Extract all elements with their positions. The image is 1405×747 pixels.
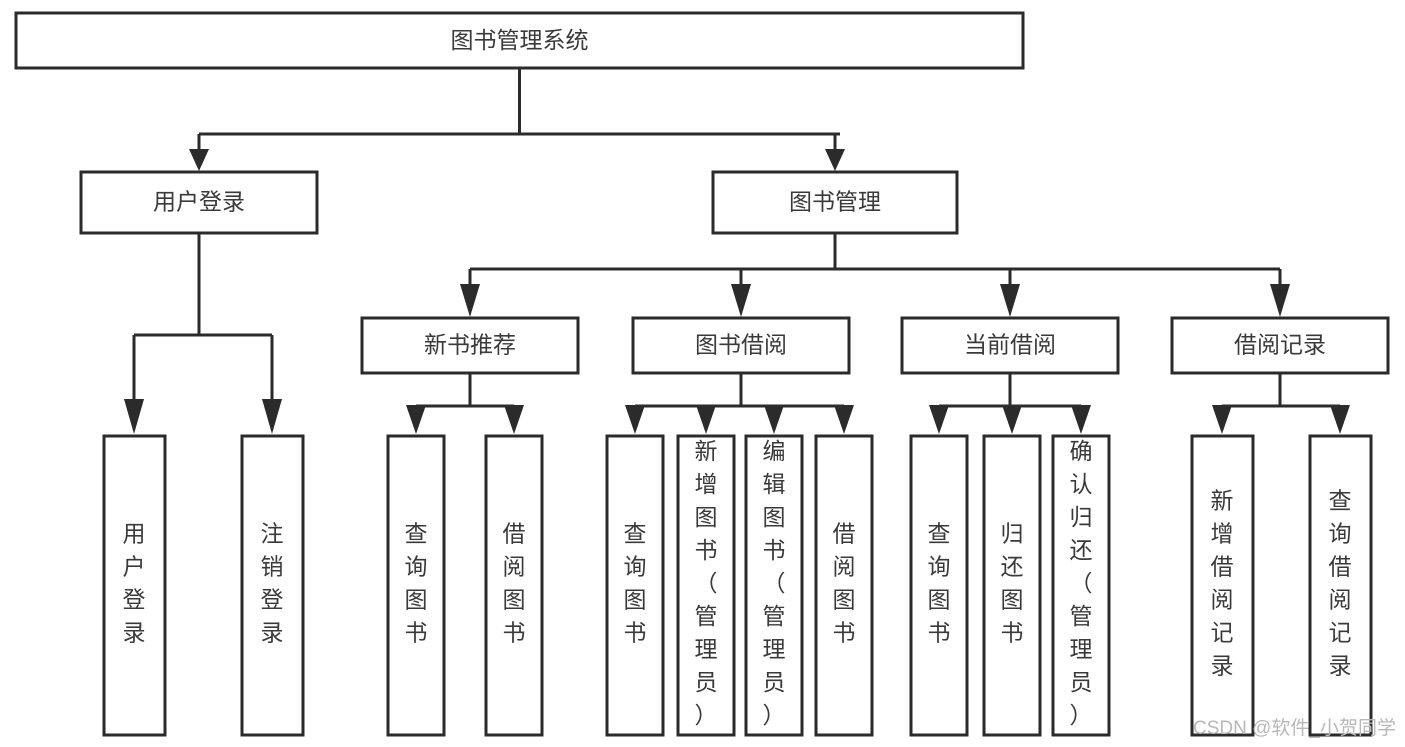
edge-bookborrow-to-leaves <box>633 373 846 408</box>
node-borrow-record[interactable]: 借阅记录 <box>1170 316 1390 375</box>
node-leaf-query-borrow-record[interactable]: 查询借阅记录 <box>1308 434 1373 737</box>
node-current-borrow[interactable]: 当前借阅 <box>900 316 1120 375</box>
node-leaf-return-book-box[interactable] <box>982 434 1042 737</box>
node-leaf-user-login-box[interactable] <box>102 434 167 737</box>
node-leaf-query-book-1-label: 查询图书 <box>405 521 428 646</box>
node-leaf-return-book-label: 归还图书 <box>1001 521 1024 646</box>
node-leaf-return-book[interactable]: 归还图书 <box>982 434 1042 737</box>
arrow-head-leaf-borrow-book-2 <box>834 405 854 434</box>
arrow-head-borrow-record <box>1270 284 1290 317</box>
node-leaf-query-book-3-box[interactable] <box>909 434 969 737</box>
node-leaf-add-borrow-record[interactable]: 新增借阅记录 <box>1190 434 1255 737</box>
node-book-borrow-label: 图书借阅 <box>695 332 787 358</box>
node-user-login-label: 用户登录 <box>153 189 245 215</box>
arrow-head-leaf-add-borrow-record <box>1212 405 1232 434</box>
edge-userlogin-to-leaves <box>132 233 274 402</box>
arrow-head-book-borrow <box>731 284 751 317</box>
node-leaf-add-book-label: 新增图书（管理员） <box>695 438 718 728</box>
node-borrow-record-box[interactable] <box>1170 316 1390 375</box>
node-book-borrow-box[interactable] <box>631 316 851 375</box>
node-book-manage[interactable]: 图书管理 <box>711 170 959 235</box>
node-leaf-query-borrow-record-box[interactable] <box>1308 434 1373 737</box>
node-leaf-confirm-return[interactable]: 确认归还（管理员） <box>1051 434 1111 737</box>
node-leaf-query-borrow-record-label: 查询借阅记录 <box>1329 488 1352 679</box>
node-leaf-user-logout-box[interactable] <box>240 434 305 737</box>
edge-bookmanage-to-level2 <box>468 233 1282 287</box>
node-new-book-recommend-label: 新书推荐 <box>424 332 516 358</box>
arrow-head-leaf-return-book <box>1002 405 1022 434</box>
watermark-label: CSDN @软件_小贺同学 <box>1193 717 1396 739</box>
node-leaf-user-logout-label: 注销登录 <box>261 521 284 646</box>
arrow-head-current-borrow <box>1000 284 1020 317</box>
node-leaf-add-book[interactable]: 新增图书（管理员） <box>676 434 736 737</box>
node-leaf-edit-book-box[interactable] <box>744 434 804 737</box>
node-leaf-user-logout[interactable]: 注销登录 <box>240 434 305 737</box>
edge-newbook-to-leaves <box>414 373 516 408</box>
arrow-head-leaf-confirm-return <box>1071 405 1091 434</box>
node-leaf-confirm-return-label: 确认归还（管理员） <box>1070 438 1093 728</box>
node-leaf-query-book-3-label: 查询图书 <box>928 521 951 646</box>
node-book-manage-box[interactable] <box>711 170 959 235</box>
node-leaf-add-borrow-record-label: 新增借阅记录 <box>1211 488 1234 679</box>
node-leaf-borrow-book-2[interactable]: 借阅图书 <box>814 434 874 737</box>
arrow-head-book-manage <box>825 149 845 171</box>
node-leaf-edit-book[interactable]: 编辑图书（管理员） <box>744 434 804 737</box>
connector-layer <box>124 68 1350 434</box>
node-book-manage-label: 图书管理 <box>789 189 881 215</box>
node-root-box[interactable] <box>14 11 1025 70</box>
node-leaf-query-book-2-box[interactable] <box>605 434 665 737</box>
node-leaf-user-login-label: 用户登录 <box>123 521 146 646</box>
arrow-head-leaf-query-book-1 <box>406 405 426 434</box>
node-user-login-box[interactable] <box>79 170 319 235</box>
edge-root-to-level1 <box>197 68 840 152</box>
node-root[interactable]: 图书管理系统 <box>14 11 1025 70</box>
node-current-borrow-label: 当前借阅 <box>964 332 1056 358</box>
node-root-label: 图书管理系统 <box>451 27 589 53</box>
edge-borrowrecord-to-leaves <box>1220 373 1342 408</box>
node-leaf-borrow-book-2-label: 借阅图书 <box>833 521 856 646</box>
node-leaf-add-book-box[interactable] <box>676 434 736 737</box>
node-leaf-borrow-book-1[interactable]: 借阅图书 <box>484 434 544 737</box>
node-leaf-query-book-2[interactable]: 查询图书 <box>605 434 665 737</box>
node-leaf-query-book-1[interactable]: 查询图书 <box>386 434 446 737</box>
arrow-head-leaf-user-logout <box>262 399 282 434</box>
arrow-head-new-book-recommend <box>460 284 480 317</box>
arrow-head-leaf-query-borrow-record <box>1330 405 1350 434</box>
node-borrow-record-label: 借阅记录 <box>1234 332 1326 358</box>
arrow-head-leaf-borrow-book-1 <box>504 405 524 434</box>
node-leaf-query-book-3[interactable]: 查询图书 <box>909 434 969 737</box>
node-user-login[interactable]: 用户登录 <box>79 170 319 235</box>
edge-currentborrow-to-leaves <box>937 373 1083 408</box>
arrow-head-leaf-user-login <box>124 399 144 434</box>
node-leaf-query-book-2-label: 查询图书 <box>624 521 647 646</box>
node-leaf-add-borrow-record-box[interactable] <box>1190 434 1255 737</box>
node-book-borrow[interactable]: 图书借阅 <box>631 316 851 375</box>
node-leaf-confirm-return-box[interactable] <box>1051 434 1111 737</box>
arrow-head-leaf-add-book <box>696 405 716 434</box>
arrow-head-leaf-edit-book <box>764 405 784 434</box>
node-new-book-recommend[interactable]: 新书推荐 <box>360 316 580 375</box>
node-new-book-recommend-box[interactable] <box>360 316 580 375</box>
node-leaf-edit-book-label: 编辑图书（管理员） <box>763 438 786 728</box>
node-current-borrow-box[interactable] <box>900 316 1120 375</box>
arrow-head-leaf-query-book-2 <box>625 405 645 434</box>
arrow-head-user-login <box>189 149 209 171</box>
node-leaf-user-login[interactable]: 用户登录 <box>102 434 167 737</box>
node-leaf-query-book-1-box[interactable] <box>386 434 446 737</box>
node-leaf-borrow-book-1-box[interactable] <box>484 434 544 737</box>
arrow-head-leaf-query-book-3 <box>929 405 949 434</box>
node-leaf-borrow-book-1-label: 借阅图书 <box>503 521 526 646</box>
node-leaf-borrow-book-2-box[interactable] <box>814 434 874 737</box>
